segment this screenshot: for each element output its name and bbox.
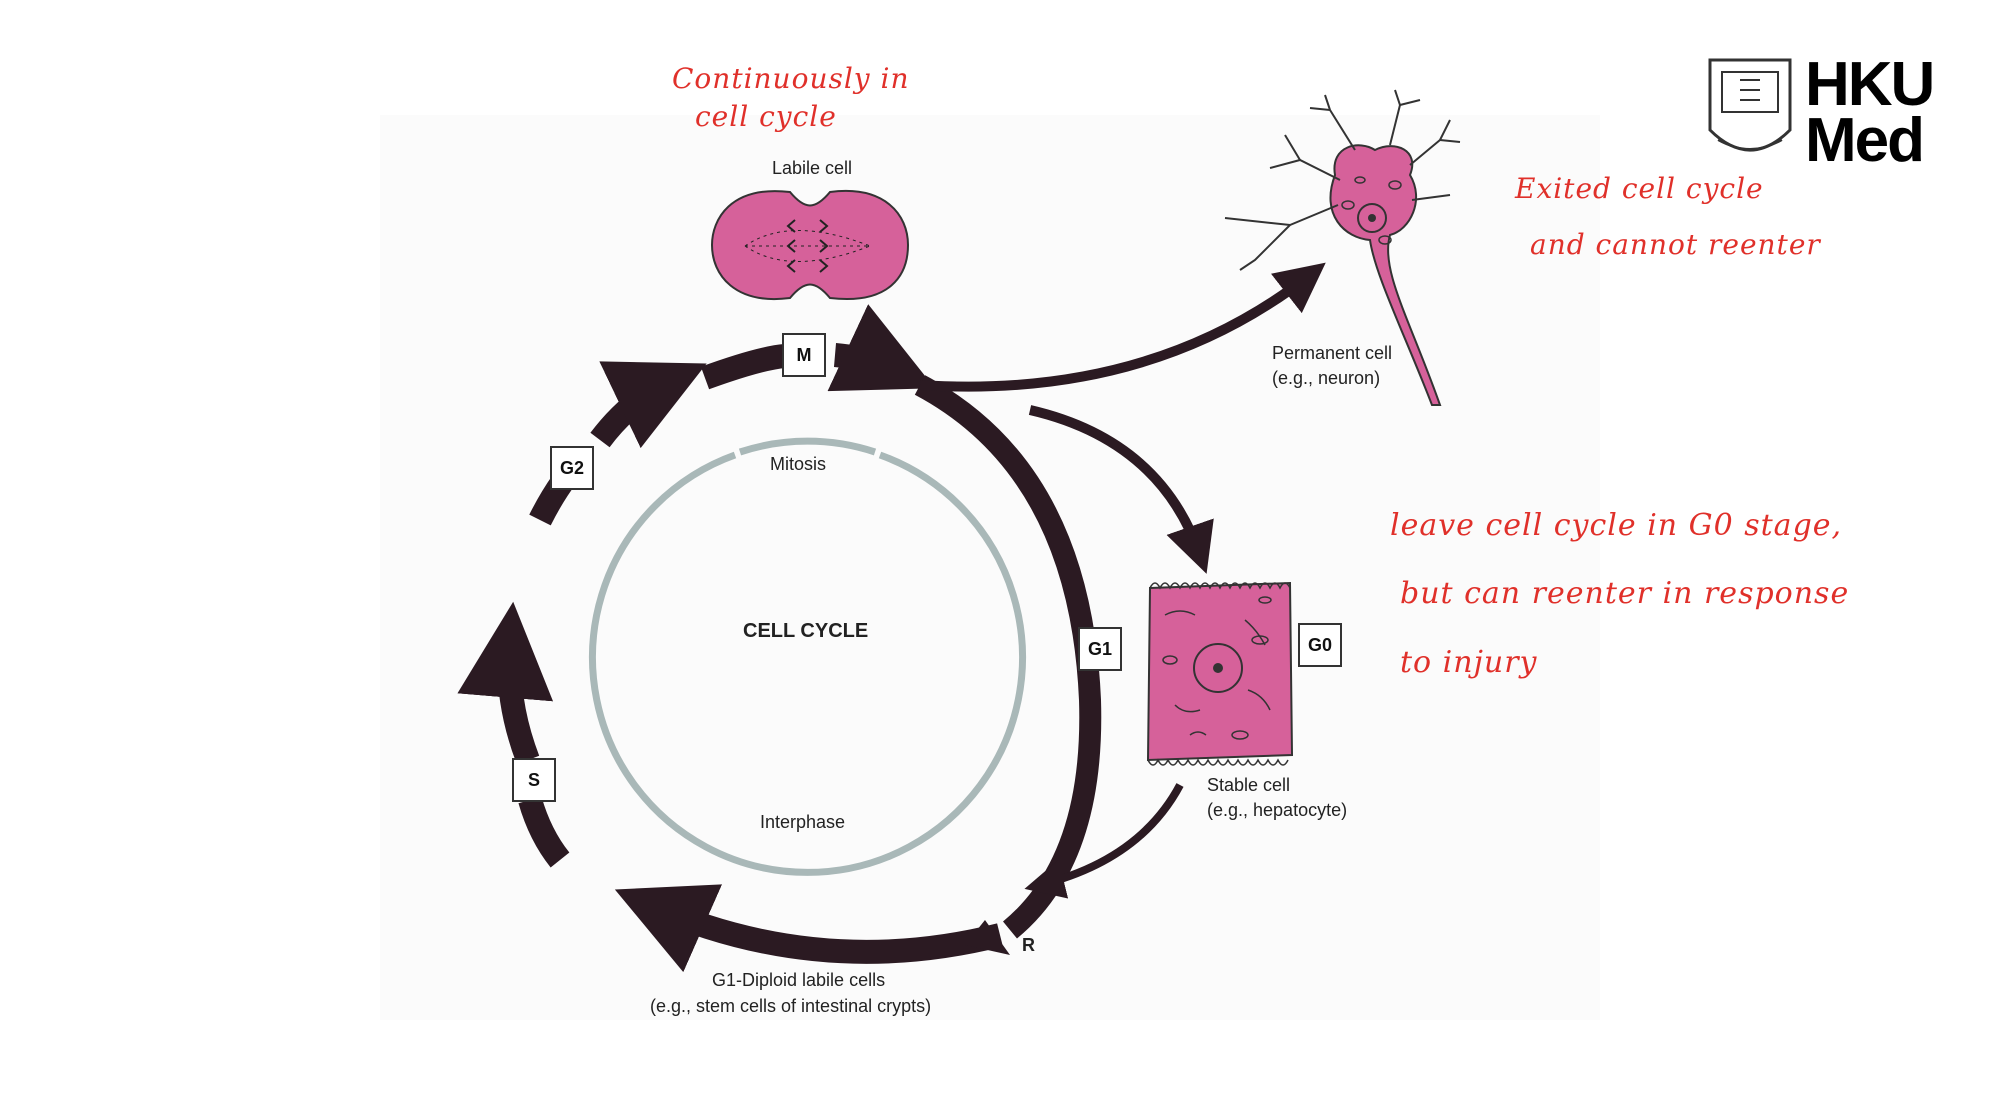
hku-crest-logo (1708, 58, 1792, 152)
phase-box-g0: G0 (1298, 623, 1342, 667)
annotation-labile: Continuously in (672, 62, 910, 95)
restriction-wedge (965, 920, 1010, 955)
annotation-permanent: Exited cell cycle (1515, 172, 1764, 205)
labile-cell-drawing (710, 190, 910, 301)
phase-box-s: S (512, 758, 556, 802)
hku-logo-line2: Med (1805, 106, 1925, 175)
hepatocyte-drawing (1146, 581, 1294, 766)
permanent-cell-label: Permanent cell (1272, 343, 1393, 363)
inner-ring (589, 437, 1026, 876)
interphase-label: Interphase (760, 812, 846, 832)
arrow-to-stable (1028, 405, 1214, 574)
mitosis-label: Mitosis (770, 454, 827, 474)
neuron-drawing (1224, 89, 1461, 406)
labile-cell-label: Labile cell (772, 158, 853, 178)
arrow-to-permanent (919, 262, 1326, 392)
stable-cell-example: (e.g., hepatocyte) (1207, 800, 1348, 820)
phase-box-g2: G2 (550, 446, 594, 490)
annotation-permanent-2: and cannot reenter (1530, 228, 1821, 261)
phase-box-g1: G1 (1078, 627, 1122, 671)
arrow-stable-return (1024, 783, 1184, 899)
annotation-labile-2: cell cycle (695, 100, 837, 133)
g1-diploid-example: (e.g., stem cells of intestinal crypts) (650, 996, 932, 1016)
hku-logo-line1: HKU (1805, 50, 1935, 119)
permanent-cell-example: (e.g., neuron) (1272, 368, 1381, 388)
annotation-stable-2: but can reenter in response (1400, 576, 1850, 611)
phase-box-m: M (782, 333, 826, 377)
restriction-point-label: R (1022, 935, 1035, 955)
cell-cycle-title: CELL CYCLE (743, 620, 869, 642)
annotation-stable-3: to injury (1400, 645, 1538, 680)
stable-cell-label: Stable cell (1207, 775, 1291, 795)
annotation-stable: leave cell cycle in G0 stage, (1390, 508, 1843, 543)
g1-diploid-label: G1-Diploid labile cells (712, 970, 886, 990)
scan-background (380, 115, 1600, 1020)
